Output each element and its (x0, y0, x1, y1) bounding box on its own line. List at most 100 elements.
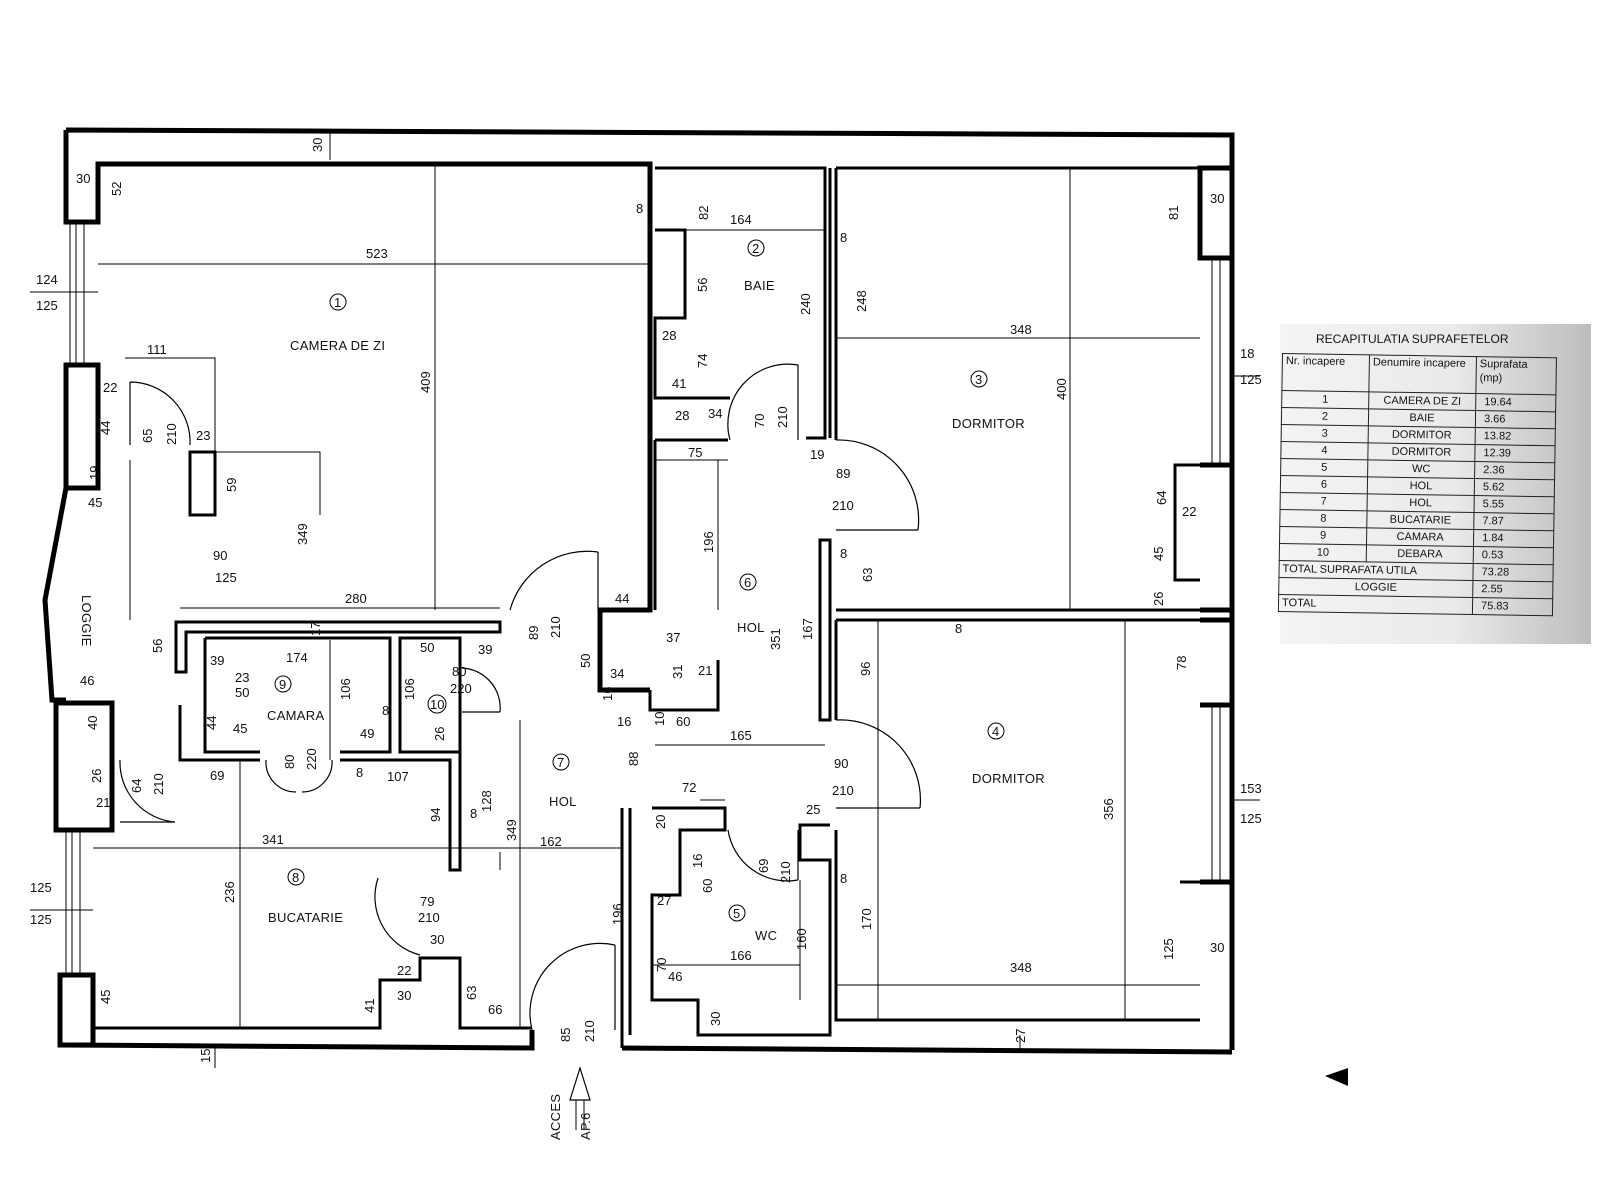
dimension-d400: 400 (1054, 378, 1069, 400)
dimension-d63a: 63 (464, 986, 479, 1000)
dimension-d165: 165 (730, 728, 752, 743)
summary-cell-nr: 9 (1279, 526, 1367, 545)
dimension-d348a: 348 (1010, 322, 1032, 337)
summary-cell-name: HOL (1367, 476, 1475, 496)
dimension-d349b: 349 (504, 819, 519, 841)
dimension-d210i: 210 (832, 783, 854, 798)
dimension-d248: 248 (854, 290, 869, 312)
dimension-d56: 56 (150, 639, 165, 653)
dimension-d44: 44 (98, 421, 113, 435)
summary-cell-name: DEBARA (1366, 544, 1474, 564)
summary-cell-name: BUCATARIE (1366, 510, 1475, 530)
summary-cell-name: CAMARA (1366, 527, 1474, 547)
dimension-d56b: 56 (695, 278, 710, 292)
access-label-1: ACCES (548, 1094, 563, 1140)
dimension-d31: 31 (670, 665, 685, 679)
dimension-d8c: 8 (470, 806, 477, 821)
dimension-d220a: 220 (450, 681, 472, 696)
room-number-4: 4 (992, 724, 999, 739)
dimension-d22b: 22 (397, 963, 411, 978)
dimension-d174: 174 (286, 650, 308, 665)
room-number-7: 7 (557, 755, 564, 770)
room-number-3: 3 (975, 372, 982, 387)
dimension-d17: 17 (308, 622, 323, 636)
dimension-d16c: 16 (690, 854, 705, 868)
dimension-d20: 20 (653, 815, 668, 829)
summary-cell-name: CAMERA DE ZI (1368, 391, 1476, 411)
dimension-d28a: 28 (662, 328, 676, 343)
dimension-d94: 94 (428, 808, 443, 822)
dimension-d74: 74 (695, 354, 710, 368)
room-label-6: HOL (737, 620, 765, 635)
dimension-d348b: 348 (1010, 960, 1032, 975)
dimension-d41a: 41 (362, 999, 377, 1013)
dimension-d50a: 50 (235, 685, 249, 700)
room-label-7: HOL (549, 794, 577, 809)
summary-cell-area: 5.55 (1474, 495, 1555, 514)
dimension-d59: 59 (224, 478, 239, 492)
dimension-d16a: 16 (600, 687, 615, 701)
dimension-d30d: 30 (708, 1012, 723, 1026)
dimension-d70: 70 (752, 414, 767, 428)
summary-cell-nr: 3 (1281, 424, 1369, 443)
summary-title: RECAPITULATIA SUPRAFETELOR (1316, 332, 1509, 346)
header-nr: Nr. incapere (1281, 353, 1370, 392)
header-area: Suprafata (mp) (1475, 356, 1557, 395)
dimension-d106a: 106 (338, 678, 353, 700)
dimension-d34a: 34 (708, 406, 722, 421)
summary-cell-nr: 10 (1279, 543, 1367, 562)
summary-cell-area: 3.66 (1475, 410, 1556, 429)
summary-cell-nr: 6 (1280, 475, 1368, 494)
dimension-d10: 10 (652, 712, 667, 726)
dimension-d27b: 27 (1013, 1029, 1028, 1043)
dimension-d125g: 125 (1240, 811, 1262, 826)
dimension-d19a: 19 (87, 466, 102, 480)
dimension-d82: 82 (696, 206, 711, 220)
dimension-d64: 64 (129, 779, 144, 793)
dimension-lines (30, 130, 1260, 1068)
dimension-d8f: 8 (840, 546, 847, 561)
dimension-d41b: 41 (672, 376, 686, 391)
room-number-9: 9 (279, 677, 286, 692)
dimension-d125e: 125 (1240, 372, 1262, 387)
room-labels: 1 CAMERA DE ZI 2 BAIE 3 DORMITOR 4 DORMI… (79, 239, 1045, 1140)
summary-cell-name: HOL (1367, 493, 1475, 513)
dimension-d409: 409 (418, 371, 433, 393)
dimension-d40: 40 (85, 716, 100, 730)
dimension-d351: 351 (768, 628, 783, 650)
dimension-d23a: 23 (196, 428, 210, 443)
access-arrow-icon (569, 1065, 591, 1130)
summary-cell-area: 5.62 (1474, 478, 1555, 497)
dimension-d90: 90 (213, 548, 227, 563)
loggia-row-value: 2.55 (1472, 580, 1553, 599)
dimension-d236: 236 (222, 881, 237, 903)
room-number-1: 1 (334, 295, 341, 310)
dimension-d45b: 45 (233, 721, 247, 736)
walls (42, 127, 1235, 1055)
summary-cell-name: DORMITOR (1368, 425, 1476, 445)
dimension-d21b: 21 (698, 663, 712, 678)
dimension-d44b: 44 (204, 716, 219, 730)
dimension-d89b: 89 (836, 466, 850, 481)
dimension-d153: 153 (1240, 781, 1262, 796)
dimension-d72: 72 (682, 780, 696, 795)
room-number-6: 6 (744, 575, 751, 590)
dimension-d170: 170 (859, 908, 874, 930)
dimension-d44c: 44 (615, 591, 629, 606)
summary-cell-name: BAIE (1368, 408, 1476, 428)
dimension-d8h: 8 (840, 871, 847, 886)
room-number-10: 10 (430, 697, 444, 712)
dimension-d210a: 210 (164, 423, 179, 445)
dimension-d106b: 106 (402, 678, 417, 700)
dimension-d60b: 60 (700, 879, 715, 893)
dimension-d21a: 21 (96, 795, 110, 810)
dimension-d19b: 19 (810, 447, 824, 462)
dimension-d22a: 22 (103, 380, 117, 395)
dimension-d23b: 23 (235, 670, 249, 685)
room-number-2: 2 (752, 241, 759, 256)
dimension-d111: 111 (147, 342, 167, 357)
dimension-d45d: 45 (1151, 547, 1166, 561)
loggia-label: LOGGIE (79, 595, 94, 647)
dimension-d45c: 45 (98, 990, 113, 1004)
